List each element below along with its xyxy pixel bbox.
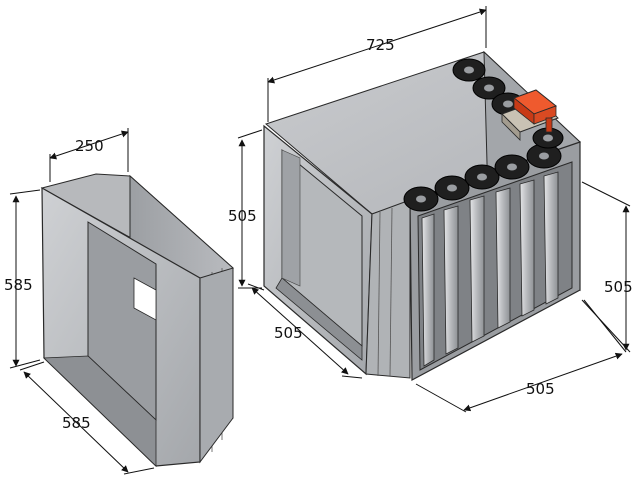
actuator [501,89,559,141]
dim-damper-inlet-width: 505 [274,324,303,342]
damper-body [263,50,581,381]
damper-blades [421,171,559,367]
dim-damper-inlet-height: 505 [228,207,257,225]
dim-damper-blade-height: 505 [604,278,633,296]
dim-adapter-height: 585 [4,276,33,294]
dim-adapter-depth: 250 [75,137,104,155]
dim-damper-blade-width: 505 [526,380,555,398]
dimension-lines [9,6,631,475]
dim-adapter-width: 585 [62,414,91,432]
adapter-opening-back [133,277,157,321]
damper-front-side [365,199,411,379]
dim-damper-length: 725 [366,36,395,54]
